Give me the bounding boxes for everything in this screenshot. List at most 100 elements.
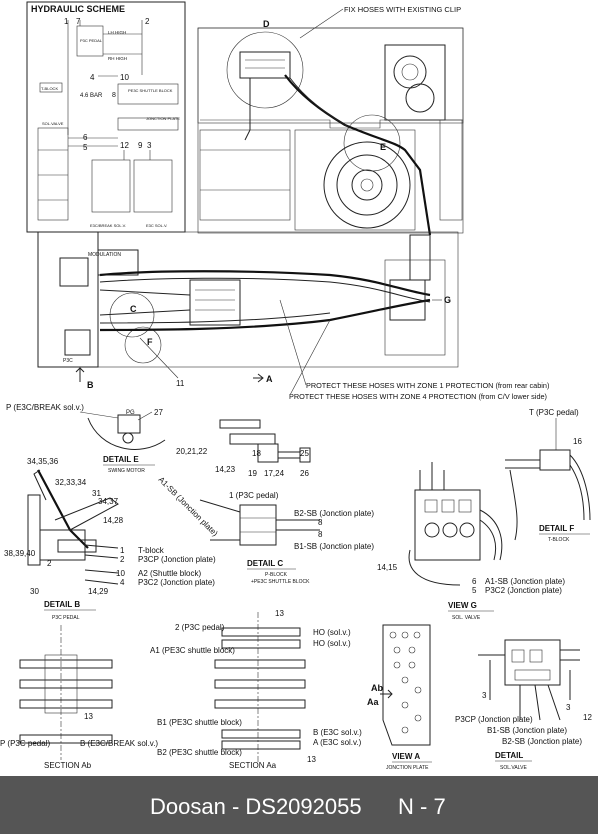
detail-f-title: DETAIL F [539,524,574,533]
detail-c-8a: 8 [318,518,323,527]
scheme-sol-valve: SOL.VALVE [42,121,64,126]
detail-c-a1sb: A1-SB (Jonction plate) [157,475,220,538]
pblock-20-21-22: 20,21,22 [176,447,208,456]
scheme-num-7: 7 [76,17,81,26]
callout-11: 11 [176,379,185,388]
detail-f-t-label: T (P3C pedal) [529,408,579,417]
scheme-num-2: 2 [145,17,150,26]
section-ab-p: P (P3C pedal) [0,739,50,748]
detail-c-sub1: P-BLOCK [265,572,288,578]
section-aa-13a: 13 [275,609,284,618]
detail-sol-valve: 3 3 12 P3CP (Jonction plate) B1-SB (Jonc… [455,639,592,771]
view-g-l6t: A1-SB (Jonction plate) [485,577,565,586]
detail-sol-b1sb: B1-SB (Jonction plate) [487,726,567,735]
pblock-14-23: 14,23 [215,465,236,474]
detail-c-sub2: +PE3C SHUTTLE BLOCK [251,579,310,585]
view-g-sub: SOL. VALVE [452,615,481,621]
detail-c-circle [109,292,155,338]
section-aa-p3c2: 2 (P3C pedal) [175,623,225,632]
detail-b-title: DETAIL B [44,600,80,609]
section-ab-13: 13 [84,712,93,721]
section-ab: 13 P (P3C pedal) B (E3C/BREAK sol.v.) SE… [0,625,158,770]
detail-e-circle [343,114,401,172]
zone4-note: PROTECT THESE HOSES WITH ZONE 4 PROTECTI… [289,392,547,401]
detail-e-sub: SWING MOTOR [108,468,145,474]
section-aa-b2: B2 (PE3C shuttle block) [157,748,242,757]
section-aa-a-e3c: A (E3C sol.v.) [313,738,362,747]
page-number: N - 7 [398,794,446,819]
view-a-ab: Ab [371,683,383,693]
detail-b-32-33-34: 32,33,34 [55,478,87,487]
detail-c-title: DETAIL C [247,559,283,568]
callout-c: C [130,304,137,314]
callout-b: B [87,380,94,390]
scheme-tblock: T-BLOCK [41,86,58,91]
section-aa-a1: A1 (PE3C shuttle block) [150,646,235,655]
callout-g: G [444,295,451,305]
detail-b-l4t: P3C2 (Jonction plate) [138,578,215,587]
detail-sol-title: DETAIL [495,751,523,760]
detail-b-l2t: P3CP (Jonction plate) [138,555,216,564]
detail-c-b2sb: B2-SB (Jonction plate) [294,509,374,518]
callout-e: E [380,142,386,152]
detail-e-27: 27 [154,408,163,417]
detail-e: P (E3C/BREAK sol.v.) PG 27 DETAIL E SWIN… [6,403,166,474]
detail-b-34-37: 34,37 [98,497,119,506]
detail-sol-12: 12 [583,713,592,722]
detail-b-14-28: 14,28 [103,516,124,525]
view-g-l5t: P3C2 (Jonction plate) [485,586,562,595]
section-aa-ho2: HO (sol.v.) [313,639,351,648]
view-g-l6: 6 [472,577,477,586]
detail-c-8b: 8 [318,530,323,539]
scheme-num-1: 1 [64,17,69,26]
detail-e-title: DETAIL E [103,455,139,464]
upper-motor-housing [384,44,446,121]
detail-b-sub: P3C PEDAL [52,615,80,621]
zone1-note: PROTECT THESE HOSES WITH ZONE 1 PROTECTI… [306,381,549,390]
scheme-num-9: 9 [138,141,143,150]
detail-e-p-label: P (E3C/BREAK sol.v.) [6,403,84,412]
detail-b-l2: 2 [120,555,125,564]
section-aa-13b: 13 [307,755,316,764]
detail-sol-sub: SOL.VALVE [500,765,527,771]
detail-b-l1: 1 [120,546,125,555]
callout-a: A [266,374,273,384]
scheme-num-10: 10 [120,73,129,82]
scheme-num-8: 8 [112,92,116,99]
scheme-pedal-box [76,25,104,57]
detail-b-38-39-40: 38,39,40 [4,549,36,558]
pblock-17-24: 17,24 [264,469,285,478]
detail-b-l4: 4 [120,578,125,587]
callout-d: D [263,19,270,29]
detail-b-2: 2 [47,559,52,568]
view-a-sub: JONCTION PLATE [386,765,429,771]
scheme-e3c-sol: E3C SOL.V. [146,223,167,228]
scheme-num-3: 3 [147,141,152,150]
detail-f-circle [124,326,162,364]
detail-b-30: 30 [30,587,39,596]
fix-hoses-note: FIX HOSES WITH EXISTING CLIP [344,5,461,14]
detail-b: 34,35,36 32,33,34 31 34,37 14,28 38,39,4… [4,457,216,621]
detail-f-sub: T-BLOCK [548,537,570,543]
scheme-num-6: 6 [83,133,88,142]
pblock-group: 20,21,22 18 25 14,23 19 17,24 26 [176,419,311,478]
scheme-junction: JONCTION PLATE [146,116,180,121]
document-title: Doosan - DS2092055 [150,794,362,819]
detail-b-34-35-36: 34,35,36 [27,457,59,466]
scheme-pedal-label: P3C PEDAL [80,38,103,43]
section-aa: 2 (P3C pedal) A1 (PE3C shuttle block) 13… [150,609,362,770]
scheme-lh-high: LH HIGH [108,30,126,35]
view-a-aa: Aa [367,697,379,707]
view-a: Ab Aa VIEW A JONCTION PLATE [367,624,432,771]
view-g-14-15: 14,15 [377,563,398,572]
section-aa-b-e3c: B (E3C sol.v.) [313,728,362,737]
p3c-label: P3C [63,358,73,364]
detail-f-16: 16 [573,437,582,446]
view-g: 14,15 6 A1-SB (Jonction plate) 5 P3C2 (J… [377,462,565,621]
section-aa-ho1: HO (sol.v.) [313,628,351,637]
detail-b-14-29: 14,29 [88,587,109,596]
upper-frame [197,27,464,234]
section-aa-title: SECTION Aa [229,761,277,770]
scheme-bar: 4.6 BAR [80,93,103,99]
